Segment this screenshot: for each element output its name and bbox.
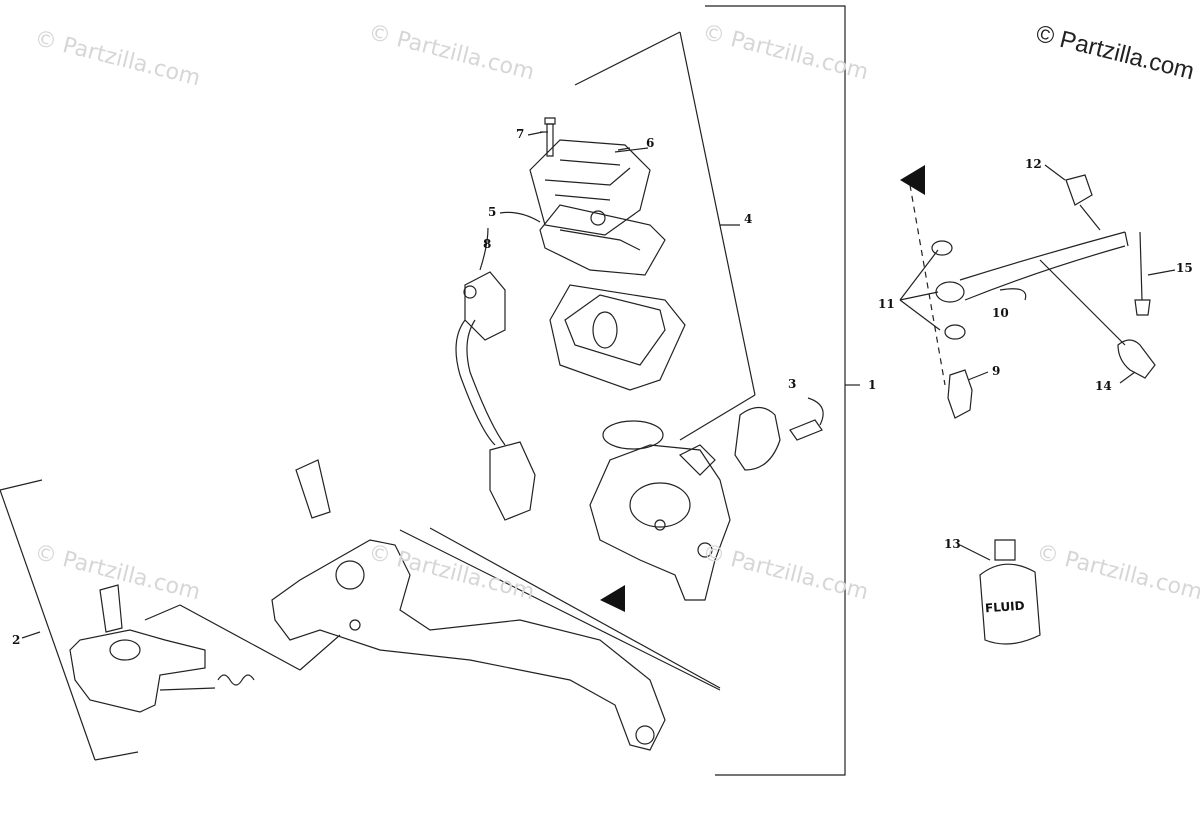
callout-10: 10 (992, 306, 1009, 320)
brake-switch-8 (455, 227, 536, 521)
callout-12: 12 (1025, 157, 1042, 171)
callout-7: 7 (516, 127, 525, 141)
bottle-label: FLUID (984, 598, 1026, 616)
diaphragm-5 (499, 204, 666, 276)
callout-11: 11 (878, 297, 895, 311)
arrow-marker-top (900, 165, 925, 195)
callout-13: 13 (944, 537, 961, 551)
callout-3: 3 (788, 377, 797, 391)
fluid-bottle-13 (979, 539, 1041, 645)
reservoir-frame (574, 31, 756, 441)
assembly-frame (705, 5, 860, 776)
callout-leaders (527, 131, 1176, 561)
screw-7 (540, 117, 556, 157)
lever-kit-frame (0, 479, 139, 761)
o-ring (602, 420, 664, 450)
master-cylinder-body (589, 444, 731, 601)
reservoir-body (549, 284, 686, 391)
brake-lever (271, 459, 721, 751)
callout-14: 14 (1095, 379, 1112, 393)
callout-2: 2 (12, 633, 21, 647)
callout-1: 1 (868, 378, 877, 392)
clamp-bolt-3 (734, 397, 824, 471)
callout-5: 5 (488, 205, 497, 219)
arrow-marker-bottom (600, 585, 625, 612)
callout-9: 9 (992, 364, 1001, 378)
lever-kit-2 (69, 584, 341, 713)
callout-8: 8 (483, 237, 492, 251)
direction-arrows (600, 165, 925, 612)
reservoir-cover-6 (529, 139, 651, 236)
brake-hose-assembly (909, 174, 1156, 419)
callout-15: 15 (1176, 261, 1193, 275)
callout-6: 6 (646, 136, 655, 150)
callout-4: 4 (744, 212, 753, 226)
